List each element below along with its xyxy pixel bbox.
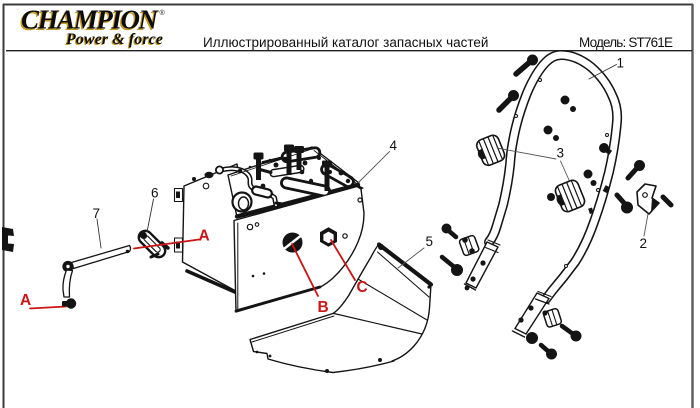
svg-text:6: 6 (151, 186, 159, 201)
svg-text:Power & force: Power & force (65, 31, 163, 48)
svg-text:Модель: ST761E: Модель: ST761E (579, 35, 673, 50)
svg-text:A: A (199, 228, 210, 245)
svg-text:3: 3 (557, 146, 565, 161)
svg-text:5: 5 (426, 234, 434, 249)
svg-text:A: A (20, 292, 31, 309)
svg-text:Power & force: Power & force (64, 32, 162, 49)
svg-text:Иллюстрированный каталог запас: Иллюстрированный каталог запасных частей (203, 35, 488, 50)
svg-text:2: 2 (640, 236, 648, 251)
svg-text:®: ® (160, 9, 166, 17)
svg-text:B: B (318, 299, 329, 316)
svg-text:7: 7 (93, 206, 101, 221)
svg-text:CHAMPION: CHAMPION (21, 5, 160, 35)
svg-text:CHAMPION: CHAMPION (20, 6, 159, 36)
svg-text:1: 1 (617, 56, 625, 71)
svg-text:C: C (357, 279, 368, 296)
svg-text:4: 4 (390, 138, 398, 153)
